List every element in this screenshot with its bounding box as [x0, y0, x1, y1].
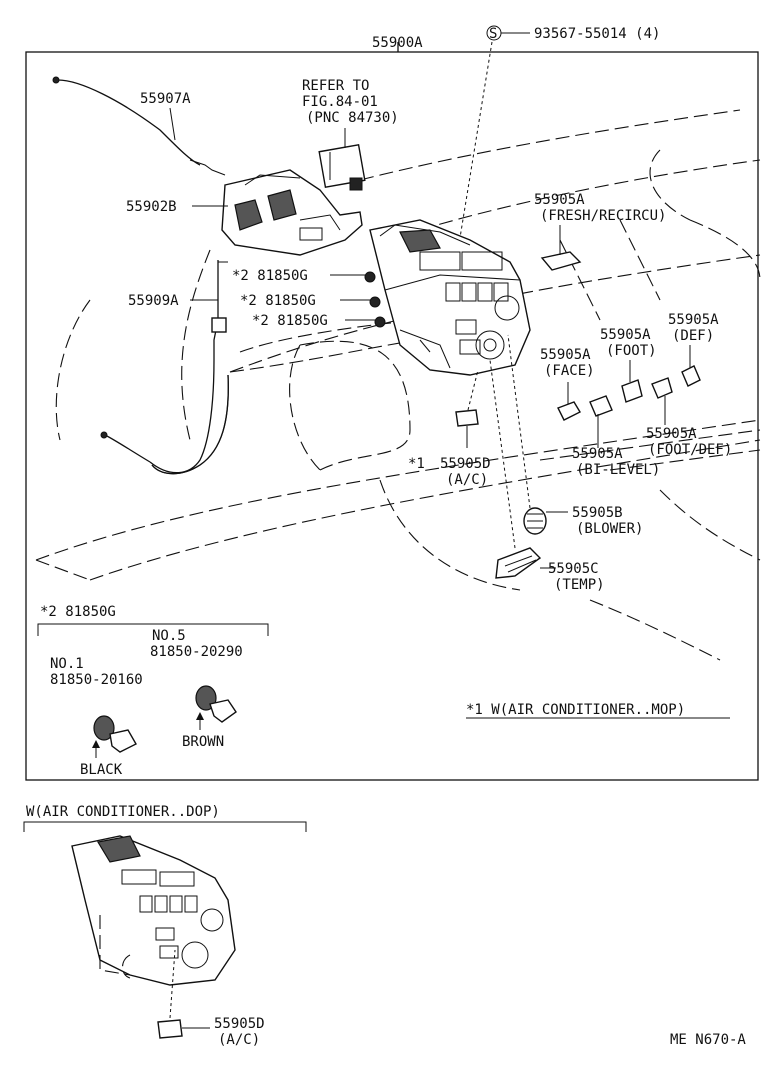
- bilevel-part-label: 55905A: [572, 446, 623, 462]
- refer-label-3: (PNC 84730): [306, 110, 399, 126]
- legend-title: *2 81850G: [40, 604, 116, 620]
- legend-bracket: [37, 623, 269, 636]
- wire-label: 55909A: [128, 293, 179, 309]
- foot-desc-label: (FOOT): [606, 343, 657, 359]
- ac-part-label: 55905D: [440, 456, 491, 472]
- ac-dot-leader: [467, 369, 479, 411]
- footdef-desc-label: (FOOT/DEF): [648, 442, 732, 458]
- screw-label: 93567-55014 (4): [534, 26, 660, 42]
- inset-bracket: [23, 821, 307, 832]
- legend-black: BLACK: [80, 762, 123, 778]
- temp-desc-label: (TEMP): [554, 577, 605, 593]
- dashboard-outline: [35, 109, 761, 661]
- foot-part-label: 55905A: [600, 327, 651, 343]
- assembly-label: 55900A: [372, 35, 423, 51]
- servo-motor: [318, 143, 366, 191]
- inset-ac-button: [157, 1019, 183, 1039]
- face-part-label: 55905A: [540, 347, 591, 363]
- bilevel-desc-label: (BI-LEVEL): [576, 462, 660, 478]
- blower-dot-leader: [507, 334, 531, 509]
- screw-symbol-text: S: [489, 26, 497, 42]
- screw-leader: [457, 41, 493, 251]
- def-part-label: 55905A: [668, 312, 719, 328]
- inset-desc-label: (A/C): [218, 1032, 260, 1048]
- fresh-desc-label: (FRESH/RECIRCU): [540, 208, 666, 224]
- note-marker-label: *1: [408, 456, 425, 472]
- brown-arrow-head: [196, 712, 204, 720]
- cable-55907A: [52, 76, 226, 176]
- note-text: *1 W(AIR CONDITIONER..MOP): [466, 702, 685, 718]
- legend-brown: BROWN: [182, 734, 224, 750]
- fresh-part-label: 55905A: [534, 192, 585, 208]
- temp-dot-leader: [489, 359, 516, 549]
- cable-label: 55907A: [140, 91, 191, 107]
- def-desc-label: (DEF): [672, 328, 714, 344]
- temp-part-label: 55905C: [548, 561, 599, 577]
- legend-no1-label: NO.1: [50, 656, 84, 672]
- bulb-label-2: *2 81850G: [240, 293, 316, 309]
- legend-no5-label: NO.5: [152, 628, 186, 644]
- temp-knob: [495, 547, 542, 579]
- diagram-code: ME N670-A: [670, 1032, 746, 1048]
- wire-55909A: [100, 260, 229, 475]
- black-arrow-head: [92, 740, 100, 748]
- legend-no5-part: 81850-20290: [150, 644, 243, 660]
- bulb-label-1: *2 81850G: [232, 268, 308, 284]
- inset-part-label: 55905D: [214, 1016, 265, 1032]
- refer-label-2: FIG.84-01: [302, 94, 378, 110]
- inset-dot-leader: [169, 949, 176, 1019]
- bulb-parts: [330, 271, 386, 328]
- blower-part-label: 55905B: [572, 505, 623, 521]
- legend-no1-part: 81850-20160: [50, 672, 143, 688]
- ac-button: [455, 409, 479, 427]
- blower-knob: [523, 507, 547, 535]
- bulb-label-3: *2 81850G: [252, 313, 328, 329]
- face-desc-label: (FACE): [544, 363, 595, 379]
- main-frame: [25, 51, 759, 781]
- blower-desc-label: (BLOWER): [576, 521, 643, 537]
- mode-buttons: [557, 365, 701, 421]
- inset-panel: [71, 835, 236, 986]
- hvac-control-panel: [369, 219, 531, 376]
- refer-label-1: REFER TO: [302, 78, 369, 94]
- bulb-no1-icon: [93, 715, 137, 753]
- footdef-part-label: 55905A: [646, 426, 697, 442]
- control-unit-label: 55902B: [126, 199, 177, 215]
- control-unit-55902B: [221, 169, 363, 256]
- fresh-recirc-knob: [540, 251, 582, 271]
- ac-desc-label: (A/C): [446, 472, 488, 488]
- bulb-no5-icon: [195, 685, 237, 723]
- inset-title: W(AIR CONDITIONER..DOP): [26, 804, 220, 820]
